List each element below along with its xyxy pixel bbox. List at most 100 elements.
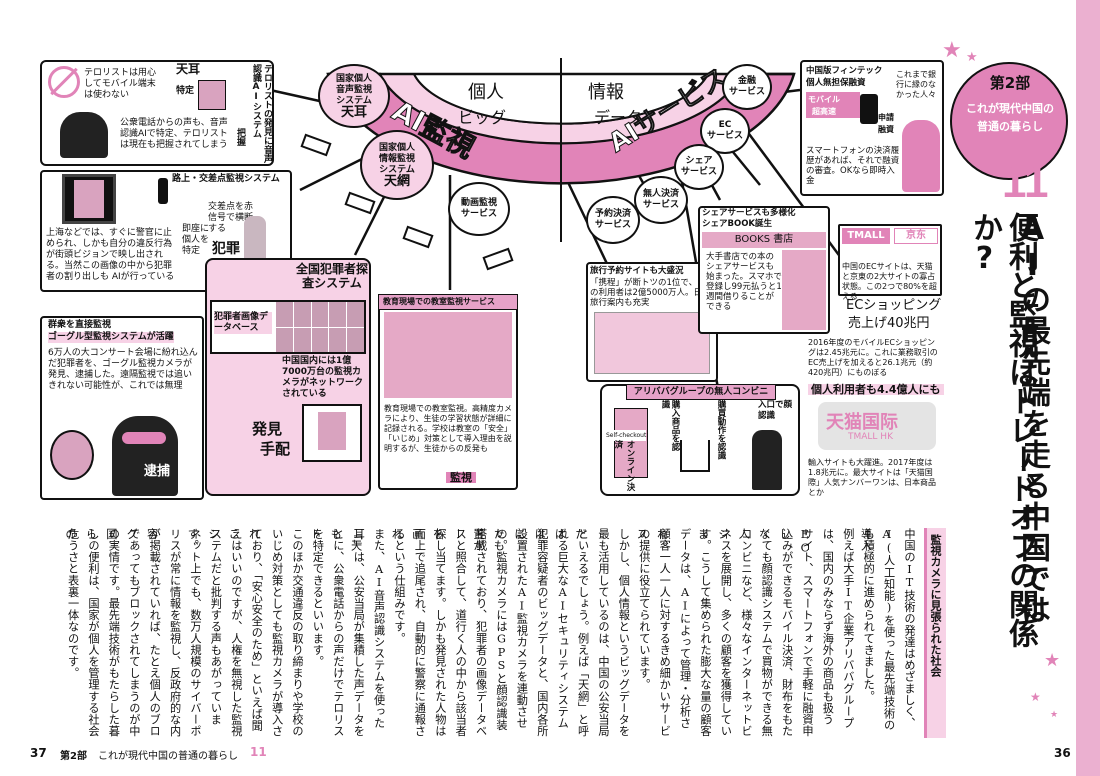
traffic-face [74,180,104,218]
fintech-mobile: モバイル [808,95,840,104]
terror-caption: 公衆電話からの声も、音声認識AIで特定、テロリストは現在も把握されてしまう [120,118,228,150]
tmallhk-caption: 輸入サイトも大躍進。2017年度は1.8兆元に。最大サイトは「天猫国際」人気ナン… [808,458,936,497]
chapter-number: 11 [1002,158,1049,207]
bubble-share-line: サービス [680,167,717,177]
classroom-photo [384,312,512,398]
fintech-title-1: 中国版フィンテック [806,66,883,76]
terror-tag: 特定 [176,86,195,96]
traffic-note-2: 即座に個人を特定 [182,224,210,256]
arc-right-top: 情報 [588,82,624,103]
part-subtitle-2: 普通の暮らし [977,120,1043,133]
page-number-right: 36 [1054,746,1071,760]
body-column: 面上で追尾され、自動的に警察に通報され [390,528,427,737]
face-icon [276,302,293,327]
bubble-tianer-bold: 天耳 [340,105,367,120]
shelf-figure [782,250,826,330]
tmallhk-sub: TMALL HK [848,432,893,442]
body-column: の実情です。最先端技術がもたらした暮ら [84,528,121,737]
body-column: であってもブロックされてしまうのが中国 [104,528,141,737]
body-column: 最も活用しているのは、中国の公安当局だ [574,528,610,737]
body-column: スと照合して、道行く人の中から該当者を [431,528,468,737]
bubble-tianwang-line: 国家個人 [378,143,415,153]
monitor-face-img [318,412,346,450]
body-column: ネスを展開し、多くの顧客を獲得していま [696,528,733,737]
terrorist-figure [60,112,108,158]
face-icon [311,302,329,327]
body-column: 耳」は、公安当局が集積した声データをも [329,528,366,737]
sharebook-caption: 大手書店での本のシェアサービスも始まった。スマホで登録し99元払うと1週間借りる… [706,252,782,312]
page-number-left: 37 [30,746,47,760]
body-column: データは、AIによって管理・分析され、 [655,528,692,729]
arc-left-top: 個人 [468,82,504,103]
fintech-apply: 申請 [878,113,894,122]
bubble-finance-line: サービス [728,87,765,97]
bubble-tianwang: 国家個人 情報監視 システム 天網 [360,130,434,200]
dispatch-label: 手配 [260,440,291,458]
headline-line-2: 便利と監視はトレードオフの関係か? [967,212,1038,647]
body-column: コンビニなど、様々なインターネットビジ [716,528,753,737]
shopper-figure [752,430,782,490]
body-column: リスが常に情報を監視し、反政府的な内容 [145,528,182,737]
body-column: といえるでしょう。例えば「天網」と呼ば [553,528,590,737]
body-column: くても顔認識システムで買物ができる無人 [737,528,774,737]
bubble-tianwang-line: 情報監視 [378,154,415,164]
face-icon [293,302,311,327]
bubble-tianwang-bold: 天網 [383,174,410,189]
conbini-motion: 購買動作を認識 [716,400,726,460]
fintech-arrow [806,92,860,118]
conbini-pay: オンライン決済 [613,440,635,491]
bubble-video-line: サービス [460,209,497,219]
classroom-tag: 監視 [446,472,476,483]
traffic-light-icon [158,178,168,204]
body-column: ネット上でも、数万人規模のサイバーポ [189,528,202,737]
star-icon: ★ [1044,650,1061,671]
bubble-finance-line: 金融 [737,76,756,86]
sidebar-strip [1076,0,1100,776]
conbini-entry: 入口で顔認識 [758,400,793,421]
face-icon [276,327,293,352]
footer-title: これが現代中国の普通の暮らし [98,751,238,762]
national-cams: 中国国内には1億7000万台の監視カメラがネットワークされている [282,356,364,399]
suspect-face [50,430,94,480]
tmallhk-logo-box [818,402,936,450]
traffic-caption: 上海などでは、すぐに警官に止められ、しかも自分の違反行為が街頭ビジョンで映し出さ… [46,228,175,282]
face-icon [329,302,347,327]
classroom-caption: 教育現場での教室監視。高精度カメラにより、生徒の学習状態が詳細に記録される。学校… [384,404,512,453]
bubble-video: 動画監視 サービス [448,182,510,236]
bubble-finance: 金融 サービス [722,64,772,110]
ec-big-3: 個人利用者も4.4億人にも [808,384,944,395]
national-title: 全国犯罪者探査システム [295,262,368,290]
bubble-tianer: 国家個人 音声監視 システム 天耳 [318,64,390,128]
terror-title: 天耳 [176,62,201,76]
bubble-tianwang-line: システム [379,165,415,175]
arc-left-mid: ビッグ [458,108,507,127]
star-icon: ★ [1050,710,1059,720]
concert-caption: 6万人の大コンサート会場に紛れ込んだ犯罪者を、ゴーグル監視カメラが発見、逮捕した… [48,348,198,391]
conbini-self: Self-checkout [606,430,647,441]
arc-right-mid: データ [594,108,643,127]
crime-label: 犯罪 [212,241,240,257]
found-label: 発見 [252,420,283,438]
body-column: 顧客一人一人に対するきめ細かいサービス [635,528,672,737]
national-db-label: 犯罪者画像データベース [214,312,272,334]
sharebook-title-2: シェアBOOK誕生 [702,219,773,229]
face-icon [198,80,226,110]
bubble-video-line: 動画監視 [460,198,497,208]
tmall-logo: TMALL [842,228,890,244]
face-icon [347,302,364,327]
travel-screenshot [594,312,710,374]
face-grid [276,302,364,352]
travel-title: 旅行予約サイトも大盛況 [590,266,684,276]
bubble-booking: 予約決済 サービス [586,196,640,244]
bubble-cashless-line: サービス [642,200,679,210]
goggle-icon [122,432,166,444]
sharebook-store-sign: BOOKS 書店 [702,232,826,248]
body-column: が掲載されていれば、たとえ個人のブログ [125,528,162,737]
body-column: も積極的に進められてきました。 [862,528,876,702]
body-column: 込みができるモバイル決済、財布をもたな [757,528,794,737]
part-label: 第2部 [989,74,1031,92]
travel-caption: 「携程」が断トツの1位で、その利用者は2億5000万人。日本旅行案内も充実 [590,278,711,308]
no-phone-icon [48,66,80,98]
body-column: しの便利は、国家が個人を管理する社会の [64,528,100,737]
body-column: 中国のIT技術の発達はめざましく、A [880,528,916,729]
